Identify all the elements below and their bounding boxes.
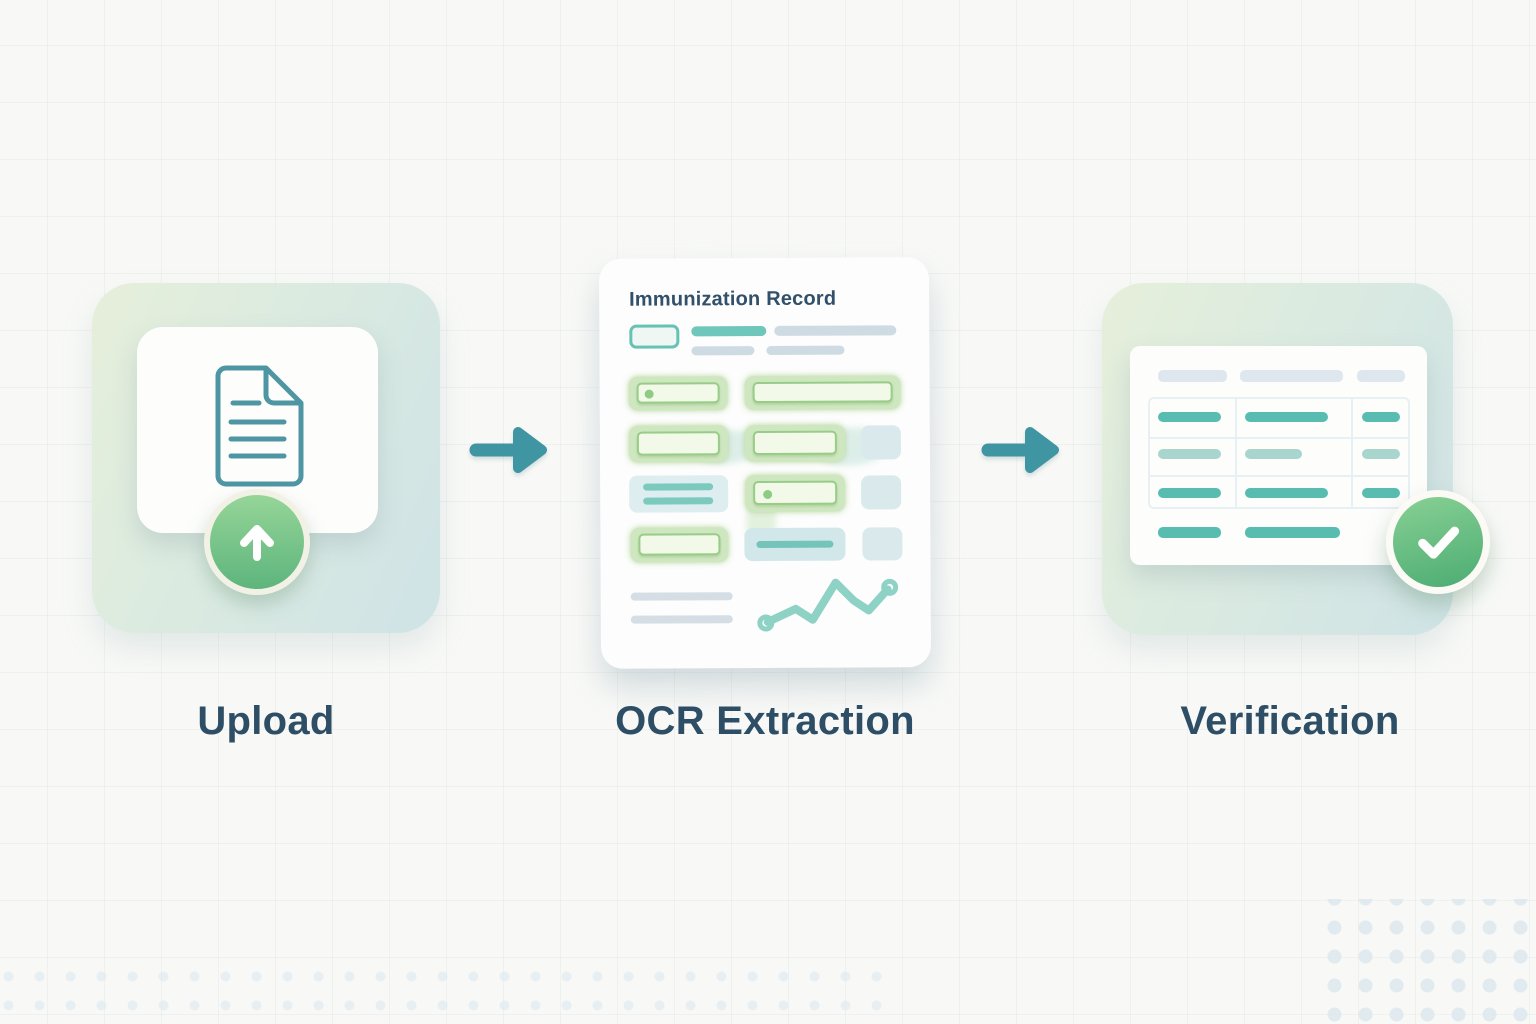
- table-cell-bar: [1245, 488, 1328, 498]
- upload-arrow-icon: [240, 525, 274, 561]
- doc-footer-line: [630, 592, 733, 601]
- table-header-bar: [1240, 370, 1343, 382]
- ocr-field-highlight: [744, 375, 901, 411]
- dot-pattern-bottom-left: [0, 958, 890, 1024]
- step-upload-card: [92, 283, 440, 633]
- document-icon: [215, 365, 304, 487]
- verification-table-panel: [1130, 346, 1427, 565]
- doc-header-logo-box: [629, 324, 680, 349]
- table-cell-bar: [1245, 527, 1340, 538]
- doc-gray-cell: [861, 475, 902, 510]
- table-cell-bar: [1362, 449, 1400, 459]
- table-cell-bar: [1245, 449, 1302, 459]
- table-cell-bar: [1362, 412, 1400, 422]
- document-title: Immunization Record: [629, 287, 837, 311]
- ocr-field-highlight: [744, 424, 845, 463]
- checkmark-icon: [1418, 526, 1460, 559]
- verified-badge: [1386, 490, 1490, 594]
- doc-header-teal-bar: [691, 325, 767, 337]
- arrow-right-icon: [981, 427, 1059, 473]
- line-chart-icon: [757, 578, 899, 632]
- doc-gray-cell: [862, 527, 903, 561]
- doc-text-block: [744, 527, 846, 562]
- ocr-field-highlight: [630, 527, 729, 563]
- step-verification-card: [1102, 283, 1490, 635]
- table-cell-bar: [1158, 449, 1221, 459]
- table-cell-bar: [1158, 412, 1221, 422]
- doc-footer-line: [630, 615, 733, 624]
- table-cell-bar: [1158, 527, 1221, 538]
- doc-gray-cell: [860, 425, 901, 460]
- doc-header-gray-bar: [774, 325, 897, 336]
- arrow-right-icon: [469, 427, 547, 473]
- step-label-ocr-extraction: OCR Extraction: [615, 699, 915, 743]
- upload-document-panel: [137, 327, 378, 533]
- step-label-upload: Upload: [197, 699, 335, 743]
- ocr-document-card: Immunization Record: [598, 257, 932, 669]
- table-cell-bar: [1245, 412, 1328, 422]
- table-cell-bar: [1158, 488, 1221, 498]
- ocr-field-highlight: [745, 474, 846, 513]
- ocr-field-highlight: [628, 376, 728, 411]
- ocr-field-highlight: [628, 425, 728, 463]
- table-header-bar: [1357, 370, 1405, 382]
- upload-button-badge: [204, 489, 310, 595]
- step-label-verification: Verification: [1180, 699, 1400, 743]
- dot-pattern-bottom-right: [1311, 899, 1536, 1024]
- table-cell-bar: [1362, 488, 1400, 498]
- doc-header-gray-bar: [766, 345, 845, 355]
- doc-header-gray-bar: [691, 346, 755, 356]
- table-grid: [1148, 397, 1410, 509]
- doc-text-block: [629, 475, 729, 513]
- table-header-bar: [1158, 370, 1227, 382]
